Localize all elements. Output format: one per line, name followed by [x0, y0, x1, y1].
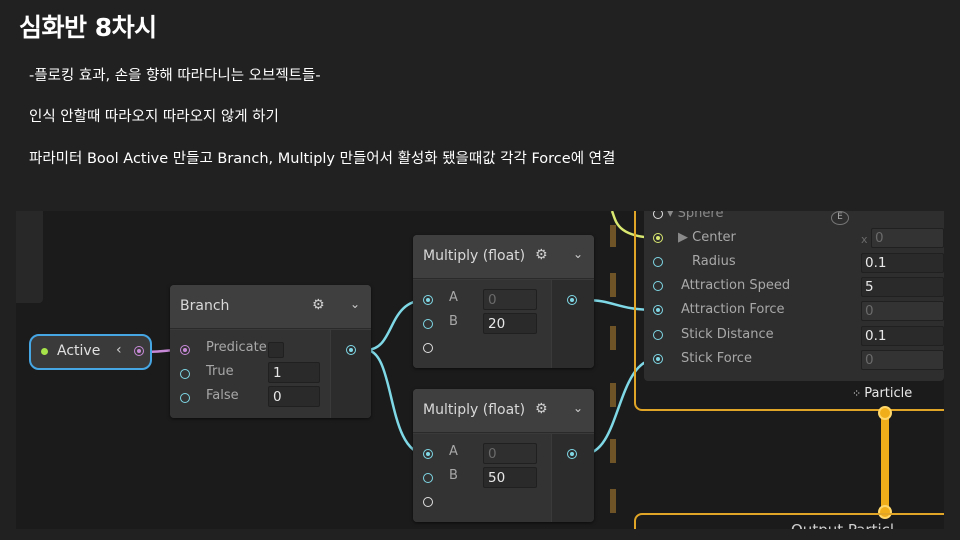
gear-icon[interactable]: ⚙ — [535, 401, 548, 417]
multiply1-title: Multiply (float) — [423, 248, 526, 264]
true-label: True — [206, 364, 234, 379]
flow-link — [881, 410, 889, 512]
multiply2-a-label: A — [449, 444, 458, 459]
note-parameter: 파라미터 Bool Active 만들고 Branch, Multiply 만들… — [29, 151, 616, 167]
context-frame — [634, 211, 944, 411]
branch-header[interactable]: Branch ⚙ ⌄ — [170, 285, 371, 329]
radius-field[interactable]: 0.1 — [861, 253, 944, 273]
branch-output-port[interactable] — [346, 345, 356, 355]
flow-dash — [610, 326, 616, 350]
gear-icon[interactable]: ⚙ — [312, 297, 325, 313]
active-parameter-node[interactable]: Active ‹ — [29, 334, 152, 370]
branch-inputs: Predicate True 1 False 0 — [170, 330, 330, 418]
note-flocking: -플로킹 효과, 손을 향해 따라다니는 오브젝트들- — [29, 68, 321, 84]
side-panel-edge — [16, 211, 43, 303]
false-port[interactable] — [180, 393, 190, 403]
branch-title: Branch — [180, 298, 230, 314]
collapse-arrow-icon[interactable]: ‹ — [116, 342, 122, 358]
branch-outputs — [331, 330, 371, 418]
next-context-frame — [634, 513, 944, 529]
flow-dash — [610, 489, 616, 513]
gear-icon[interactable]: ⚙ — [535, 247, 548, 263]
e-badge-icon: E — [831, 211, 849, 225]
multiply-node-2[interactable]: Multiply (float) ⚙ ⌄ A 0 B 50 — [413, 389, 594, 522]
flow-dash — [610, 383, 616, 407]
multiply2-add-port[interactable] — [423, 497, 433, 507]
stick-distance-port[interactable] — [653, 330, 663, 340]
multiply1-a-field[interactable]: 0 — [483, 289, 537, 310]
slide-title: 심화반 8차시 — [19, 13, 157, 42]
radius-port[interactable] — [653, 257, 663, 267]
active-output-port[interactable] — [134, 346, 144, 356]
chevron-down-icon[interactable]: ⌄ — [350, 297, 361, 311]
multiply2-b-port[interactable] — [423, 473, 433, 483]
flow-output-port[interactable] — [878, 406, 892, 420]
shape-label: ▾ Sphere — [667, 211, 723, 221]
multiply1-b-label: B — [449, 314, 458, 329]
flow-dash — [610, 439, 616, 463]
multiply1-b-port[interactable] — [423, 319, 433, 329]
multiply-node-1[interactable]: Multiply (float) ⚙ ⌄ A 0 B 20 — [413, 235, 594, 368]
flow-input-port[interactable] — [878, 505, 892, 519]
false-label: False — [206, 388, 239, 403]
attraction-force-port[interactable] — [653, 305, 663, 315]
center-label: Center — [692, 230, 736, 245]
center-port[interactable] — [653, 233, 663, 243]
stick-force-field[interactable]: 0 — [861, 350, 944, 370]
attraction-speed-label: Attraction Speed — [681, 278, 791, 293]
particle-output: ⁘Particle — [852, 386, 912, 401]
multiply2-inputs: A 0 B 50 — [413, 434, 551, 522]
multiply2-a-field[interactable]: 0 — [483, 443, 537, 464]
triangle-right-icon[interactable]: ▶ — [678, 230, 693, 245]
particle-label: Particle — [864, 386, 913, 401]
multiply1-outputs — [552, 280, 594, 368]
flow-dash — [610, 225, 616, 247]
stick-force-label: Stick Force — [681, 351, 752, 366]
chevron-down-icon[interactable]: ⌄ — [573, 401, 584, 415]
predicate-label: Predicate — [206, 340, 267, 355]
attraction-speed-field[interactable]: 5 — [861, 277, 944, 297]
multiply2-output-port[interactable] — [567, 449, 577, 459]
center-row[interactable]: ▶ Center — [678, 230, 736, 245]
chevron-down-icon[interactable]: ⌄ — [573, 247, 584, 261]
true-field[interactable]: 1 — [268, 362, 320, 383]
multiply2-a-port[interactable] — [423, 449, 433, 459]
multiply2-title: Multiply (float) — [423, 402, 526, 418]
attraction-force-label: Attraction Force — [681, 302, 785, 317]
vfx-graph-screenshot: Active ‹ Branch ⚙ ⌄ Predicate True 1 Fal… — [16, 211, 944, 529]
particle-icon: ⁘ — [852, 387, 862, 400]
multiply1-output-port[interactable] — [567, 295, 577, 305]
stick-force-port[interactable] — [653, 354, 663, 364]
multiply2-outputs — [552, 434, 594, 522]
triangle-down-icon: ▾ — [667, 211, 678, 221]
attraction-force-field[interactable]: 0 — [861, 301, 944, 321]
center-x-field[interactable]: 0 — [871, 228, 944, 248]
branch-node[interactable]: Branch ⚙ ⌄ Predicate True 1 False 0 — [170, 285, 371, 418]
multiply1-b-field[interactable]: 20 — [483, 313, 537, 334]
multiply1-a-label: A — [449, 290, 458, 305]
predicate-toggle[interactable] — [268, 342, 284, 358]
next-context-title: Output Particl — [791, 521, 894, 529]
shape-port[interactable] — [653, 211, 663, 219]
multiply1-add-port[interactable] — [423, 343, 433, 353]
multiply2-b-label: B — [449, 468, 458, 483]
predicate-port[interactable] — [180, 345, 190, 355]
radius-label: Radius — [692, 254, 736, 269]
multiply1-inputs: A 0 B 20 — [413, 280, 551, 368]
flow-dash — [610, 273, 616, 297]
true-port[interactable] — [180, 369, 190, 379]
false-field[interactable]: 0 — [268, 386, 320, 407]
active-label: Active — [57, 343, 101, 359]
stick-distance-label: Stick Distance — [681, 327, 774, 342]
center-x-label: x — [861, 233, 868, 246]
multiply2-b-field[interactable]: 50 — [483, 467, 537, 488]
stick-distance-field[interactable]: 0.1 — [861, 326, 944, 346]
attraction-speed-port[interactable] — [653, 281, 663, 291]
multiply1-header[interactable]: Multiply (float) ⚙ ⌄ — [413, 235, 594, 279]
multiply1-a-port[interactable] — [423, 295, 433, 305]
exposed-dot — [41, 348, 48, 355]
note-follow: 인식 안할때 따라오지 따라오지 않게 하기 — [29, 109, 279, 125]
sphere-label: Sphere — [677, 211, 724, 221]
multiply2-header[interactable]: Multiply (float) ⚙ ⌄ — [413, 389, 594, 433]
